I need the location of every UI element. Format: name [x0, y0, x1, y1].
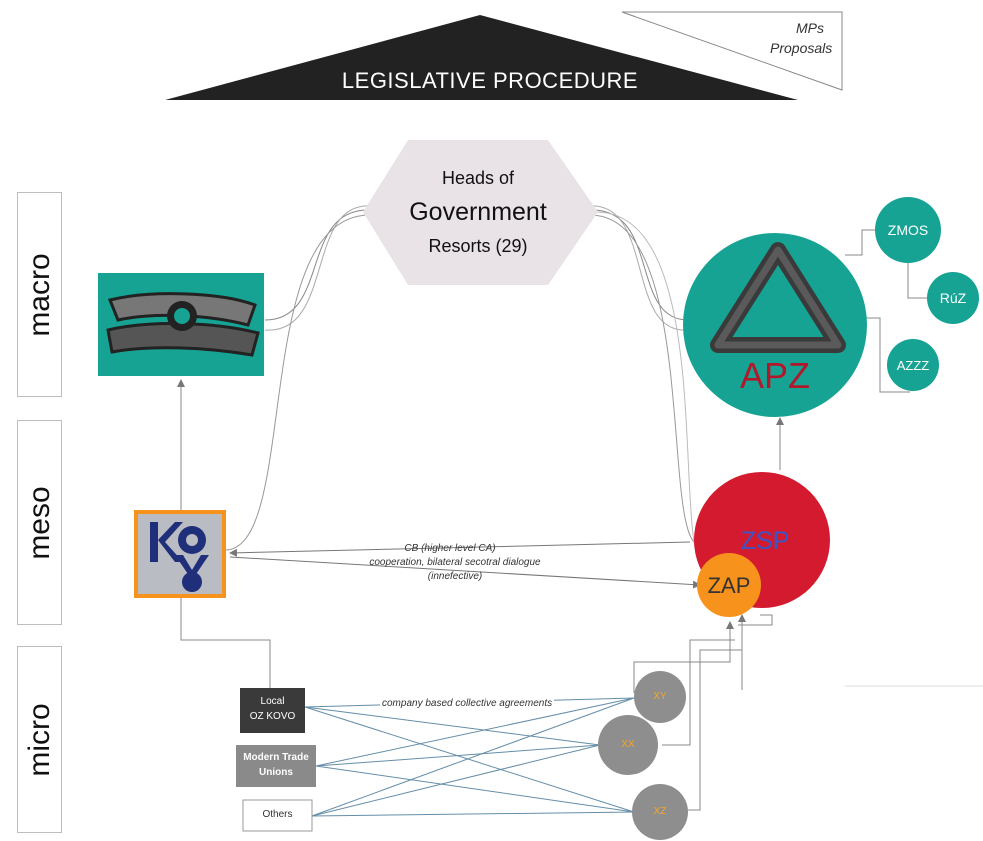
heads-to-zsp-curve-2	[594, 211, 706, 566]
legislative-procedure-title: LEGISLATIVE PROCEDURE	[341, 68, 639, 93]
ruz-label: RúZ	[939, 290, 967, 306]
modern-label-line-1: Modern Trade	[243, 752, 309, 763]
cb-label-line-1: CB (higher level CA)	[404, 543, 496, 554]
macro-level-box: macro	[17, 192, 62, 397]
mps-triangle-shape	[621, 11, 843, 91]
xy-to-zap-line	[633, 621, 734, 693]
xx-to-zap-line	[662, 639, 735, 746]
kovo-to-local-line	[180, 597, 271, 688]
xz-to-zap-line	[660, 649, 742, 811]
modern-unions-box	[236, 745, 316, 787]
zmos-label: ZMOS	[887, 222, 929, 238]
xz-label: XZ	[653, 806, 667, 817]
zmos-to-ruz-line	[907, 262, 928, 299]
koz-logo-mark	[106, 292, 260, 357]
apz-to-azzz-line	[860, 317, 910, 393]
macro-level-label: macro	[22, 252, 56, 337]
modern-label-line-2: Unions	[259, 767, 293, 778]
heads-to-koz-curve-2	[264, 205, 373, 331]
others-box	[242, 799, 313, 832]
xx-circle	[598, 715, 658, 775]
mps-label: MPs	[796, 20, 824, 36]
micro-level-label: micro	[22, 702, 56, 777]
xx-label: XX	[621, 739, 635, 750]
heads-line-3: Resorts (29)	[428, 236, 528, 256]
kovo-logo-mark	[150, 522, 209, 592]
zmos-circle	[875, 197, 941, 263]
zap-label: ZAP	[707, 573, 751, 598]
ruz-circle	[927, 272, 979, 324]
azzz-circle	[887, 339, 939, 391]
micro-level-box: micro	[17, 646, 62, 833]
heads-line-2: Government	[409, 198, 547, 226]
local-label-line-1: Local	[260, 696, 285, 707]
zsp-label: ZSP	[740, 527, 790, 555]
azzz-label: AZZZ	[896, 358, 930, 373]
heads-to-koz-curve	[264, 209, 369, 321]
heads-to-apz-curve	[591, 209, 689, 321]
union-company-lines	[304, 697, 635, 817]
xy-label: XY	[653, 691, 667, 702]
heads-to-zsp-curve	[589, 214, 701, 546]
heads-to-apz-curve-2	[587, 205, 689, 331]
others-label: Others	[262, 809, 293, 820]
local-oz-kovo-box	[240, 688, 305, 733]
apz-label: APZ	[739, 355, 810, 396]
proposals-label: Proposals	[770, 40, 833, 56]
zsp-to-kovo-arrow	[229, 541, 691, 557]
cb-label-line-3: (innefective)	[427, 571, 483, 582]
cb-label-line-2: cooperation, bilateral secotral dialogue	[369, 557, 541, 568]
xz-circle	[632, 784, 688, 840]
company-agreements-label: company based collective agreements	[380, 698, 555, 709]
heads-line-1: Heads of	[441, 168, 515, 188]
legislative-banner-shape	[165, 15, 798, 100]
meso-level-box: meso	[17, 420, 62, 625]
zap-loop-line	[738, 614, 773, 626]
xy-circle	[634, 671, 686, 723]
heads-to-kovo-curve	[224, 214, 371, 551]
apz-triangle-mark	[710, 242, 846, 353]
local-label-line-2: OZ KOVO	[249, 711, 296, 722]
kovo-to-zap-arrow	[229, 556, 701, 589]
apz-to-zmos-line	[845, 229, 876, 256]
heads-hexagon	[363, 140, 598, 285]
zap-circle	[697, 553, 761, 617]
meso-level-label: meso	[22, 485, 56, 560]
